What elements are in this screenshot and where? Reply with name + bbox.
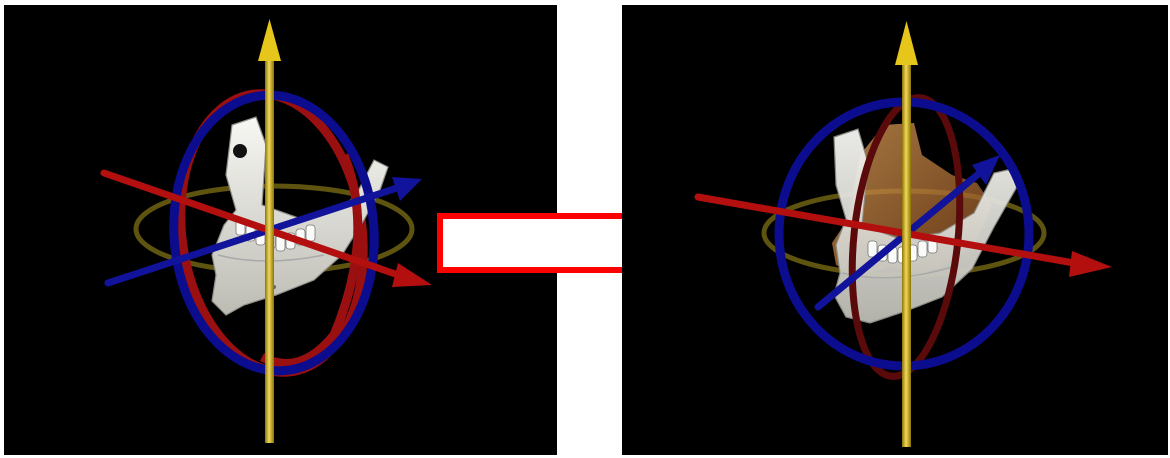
y-axis[interactable] [902, 61, 911, 447]
y-axis-arrowhead [258, 19, 281, 61]
y-axis[interactable] [265, 55, 274, 443]
x-axis-arrowhead [1069, 251, 1112, 277]
y-axis-arrowhead [895, 21, 918, 65]
z-axis-arrowhead [392, 177, 422, 201]
z-axis[interactable] [104, 183, 404, 287]
blue-ring[interactable] [165, 88, 384, 377]
scene-before [100, 19, 432, 443]
z-axis[interactable] [814, 167, 986, 311]
x-axis-arrowhead [392, 263, 432, 287]
scene-after [694, 21, 1112, 447]
x-axis[interactable] [100, 169, 408, 281]
x-axis[interactable] [694, 193, 1078, 267]
viewport-after[interactable] [622, 5, 1168, 455]
z-axis-arrowhead [972, 155, 1000, 185]
